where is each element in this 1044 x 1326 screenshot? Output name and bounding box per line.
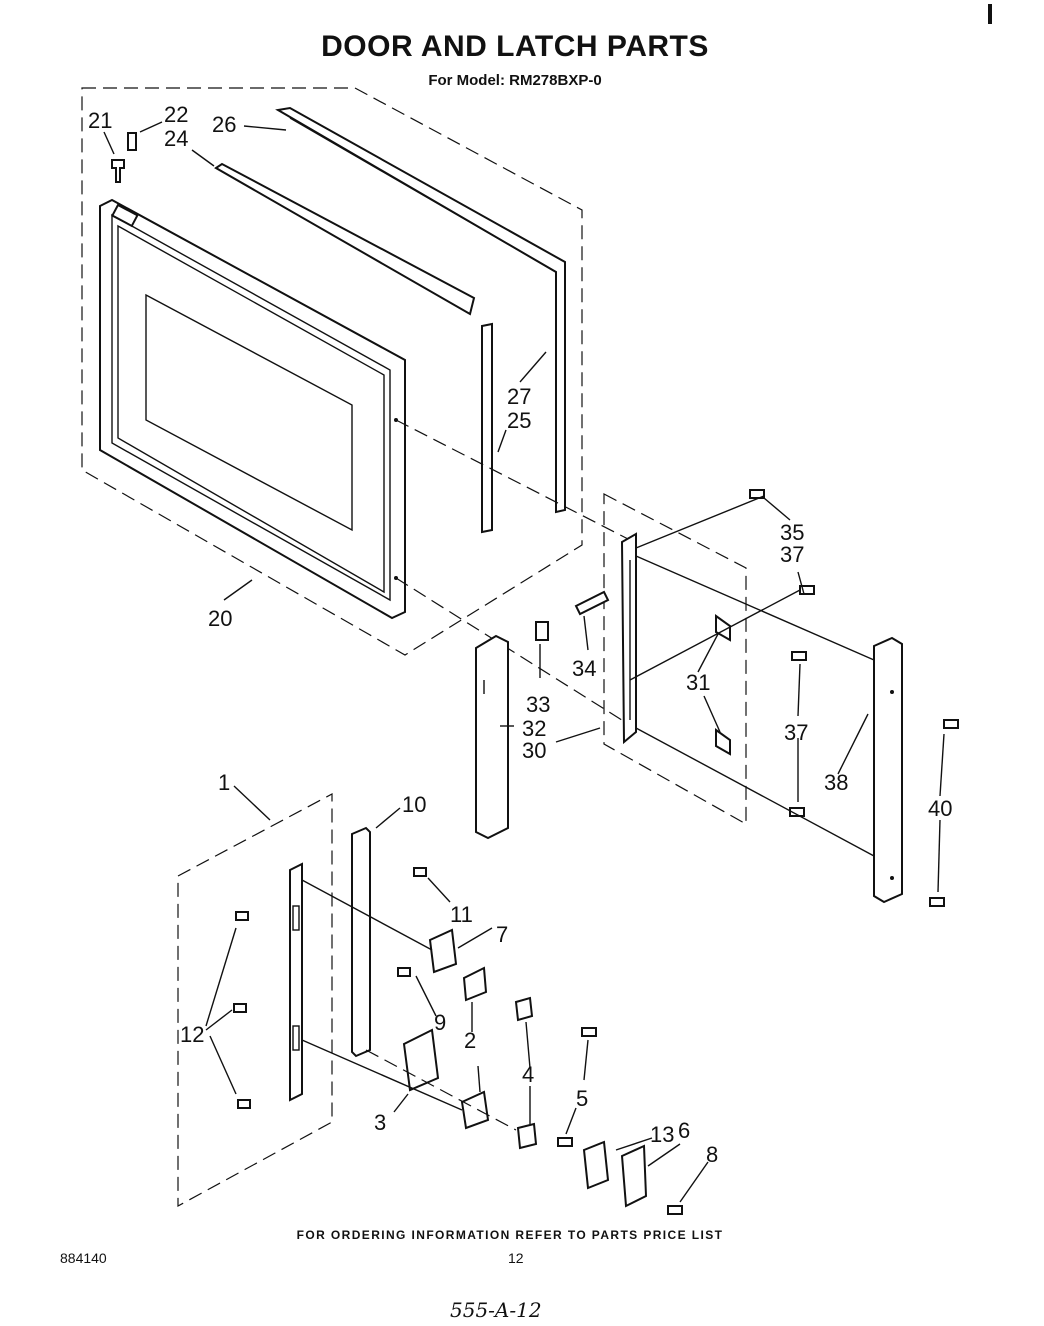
callout-22: 22 [164, 102, 188, 127]
callout-25: 25 [507, 408, 531, 433]
callout-20: 20 [208, 606, 232, 631]
callout-11: 11 [450, 902, 473, 927]
latch-plate-boundary [603, 493, 747, 826]
callout-7: 7 [496, 922, 508, 947]
callout-21: 21 [88, 108, 112, 133]
callout-5: 5 [576, 1086, 588, 1111]
callout-6: 6 [678, 1118, 690, 1143]
callout-34: 34 [572, 656, 596, 681]
callout-1: 1 [218, 770, 230, 795]
ordering-note: FOR ORDERING INFORMATION REFER TO PARTS … [296, 1228, 724, 1242]
callout-10: 10 [402, 792, 426, 817]
latch-handle-right [873, 636, 903, 904]
door-assembly-boundary [81, 87, 583, 656]
callout-37-middle: 37 [784, 720, 808, 745]
callout-4: 4 [522, 1062, 534, 1087]
document-number: 884140 [60, 1250, 107, 1266]
interlock-boundary [177, 793, 333, 1208]
handwritten-reference: 555-A-12 [450, 1298, 542, 1322]
callout-35: 35 [780, 520, 804, 545]
callout-12: 12 [180, 1022, 204, 1047]
door-screws [111, 132, 137, 183]
page-number: 12 [508, 1250, 524, 1266]
latch-handle-left [475, 634, 509, 840]
door-leaders [103, 121, 631, 723]
callout-2: 2 [464, 1028, 476, 1053]
callout-38: 38 [824, 770, 848, 795]
callout-13: 13 [650, 1122, 674, 1147]
callout-24: 24 [164, 126, 188, 151]
interlock-leaders [205, 785, 709, 1203]
callout-9: 9 [434, 1010, 446, 1035]
callout-30: 30 [522, 738, 546, 763]
callout-8: 8 [706, 1142, 718, 1167]
callout-32: 32 [522, 716, 546, 741]
callout-3: 3 [374, 1110, 386, 1135]
callout-33: 33 [526, 692, 550, 717]
callout-27: 27 [507, 384, 531, 409]
callout-26: 26 [212, 112, 236, 137]
latch-plate [620, 532, 637, 745]
latch-springs [535, 590, 731, 756]
corner-mark [988, 4, 992, 24]
latch-leaders [500, 495, 945, 893]
interlock-bracket [289, 826, 371, 1102]
door-seal-strips [214, 106, 566, 534]
callout-37-top: 37 [780, 542, 804, 567]
door-frame [99, 198, 406, 620]
model-subtitle: For Model: RM278BXP-0 [428, 72, 602, 89]
callout-31: 31 [686, 670, 710, 695]
page-title: DOOR AND LATCH PARTS [321, 30, 709, 63]
callout-40: 40 [928, 796, 952, 821]
